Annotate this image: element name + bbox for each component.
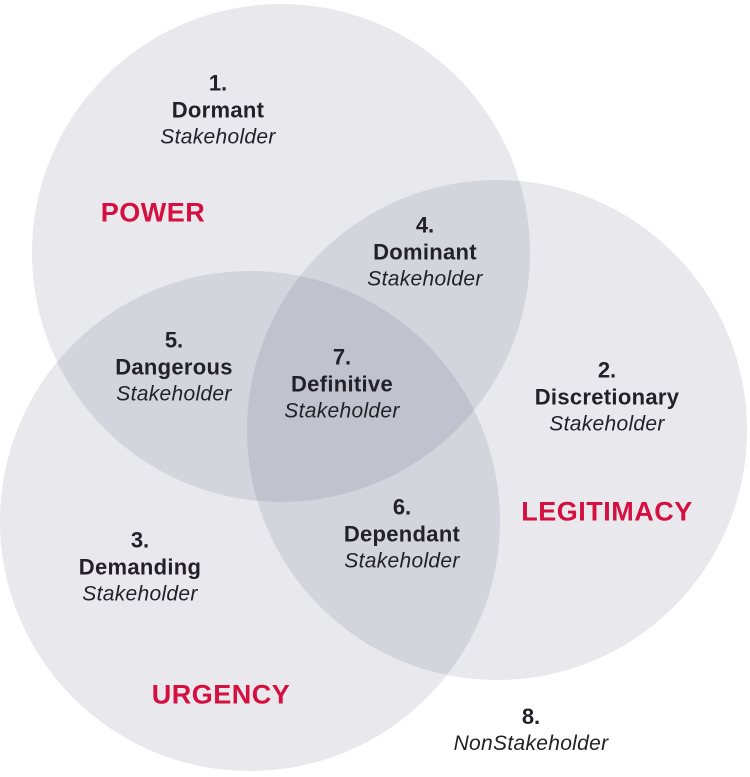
region-number: 4. [415,212,435,238]
region-name: Dependant [343,521,461,547]
urgency-circle [0,271,500,771]
region-dependant-stakeholder: 6. Dependant Stakeholder [344,494,460,575]
region-number: 1. [208,70,228,96]
region-type: Stakeholder [160,125,276,149]
region-number: 7. [332,344,352,370]
region-name: Dormant [171,97,265,123]
region-number: 6. [392,494,412,520]
urgency-circle-label: URGENCY [151,679,291,710]
region-dormant-stakeholder: 1. Dormant Stakeholder [160,70,275,151]
region-type: Stakeholder [367,267,483,291]
region-name: Definitive [290,371,394,397]
region-number: 5. [164,327,184,353]
region-definitive-stakeholder: 7. Definitive Stakeholder [284,344,399,425]
region-name: Demanding [78,554,202,580]
region-type: Stakeholder [344,549,460,573]
region-number: 2. [597,357,617,383]
region-dominant-stakeholder: 4. Dominant Stakeholder [367,212,482,293]
region-type: Stakeholder [82,582,198,606]
region-number: 8. [521,704,541,729]
region-type: Stakeholder [284,399,400,423]
region-type: Stakeholder [549,412,665,436]
power-circle-label: POWER [100,197,206,228]
region-discretionary-stakeholder: 2. Discretionary Stakeholder [535,357,680,438]
legitimacy-circle-label: LEGITIMACY [521,496,693,527]
region-type: Stakeholder [116,382,232,406]
region-name: Discretionary [534,384,680,410]
region-type: NonStakeholder [453,732,609,755]
legitimacy-circle [247,180,747,680]
region-demanding-stakeholder: 3. Demanding Stakeholder [79,527,202,608]
region-dangerous-stakeholder: 5. Dangerous Stakeholder [115,327,233,408]
region-name: Dangerous [115,354,233,380]
region-nonstakeholder: 8. NonStakeholder [454,703,609,757]
region-number: 3. [130,527,150,553]
power-circle [32,4,530,502]
region-name: Dominant [373,239,477,265]
